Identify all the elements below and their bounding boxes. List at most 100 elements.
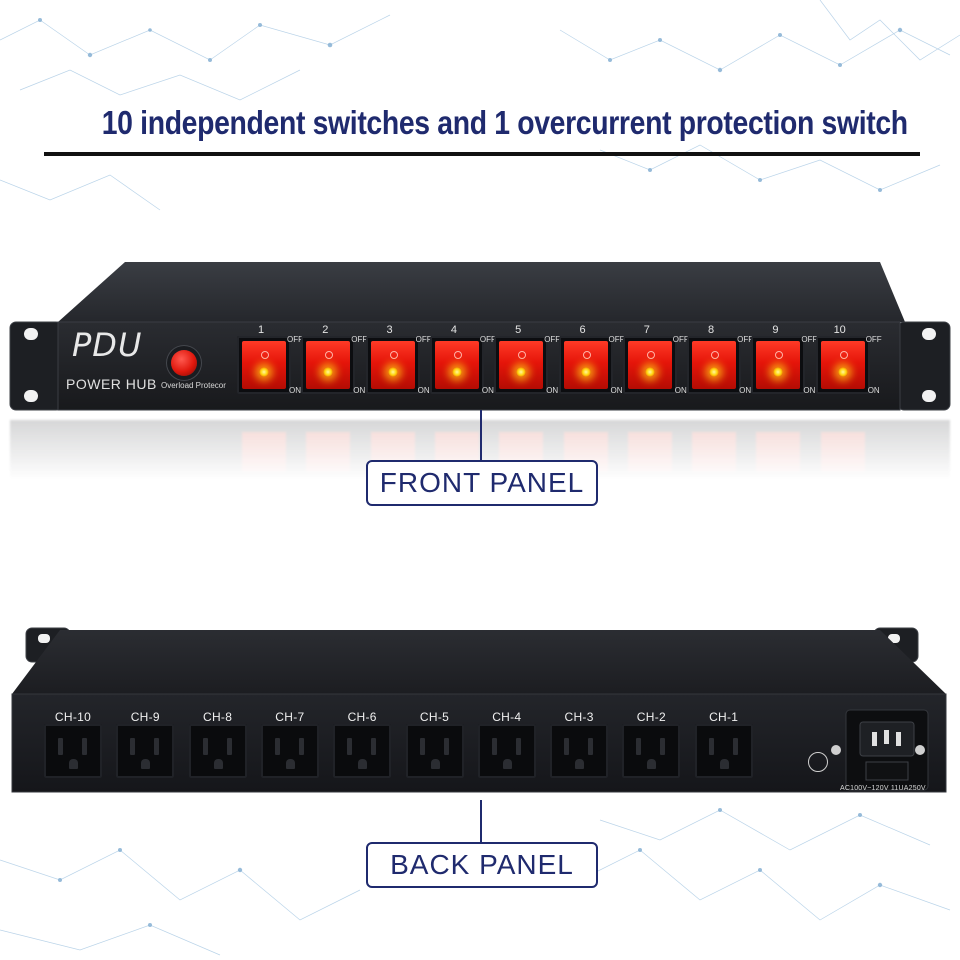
switch-number-label: 1 [257, 324, 265, 336]
switch-off-label: OFF [865, 335, 882, 344]
outlet-ground-hole [647, 759, 657, 769]
rocker-switch-4[interactable] [429, 336, 484, 394]
outlet-slot [419, 738, 425, 755]
switch-number-label: 8 [708, 324, 715, 336]
switch-number-label: 10 [833, 324, 846, 336]
switch-on-label: ON [674, 386, 687, 395]
switch-off-label: OFF [737, 335, 754, 344]
indicator-light [451, 367, 462, 377]
switch-off-label: OFF [351, 335, 368, 344]
switch-reflection [820, 432, 865, 472]
switch-off-label: OFF [672, 335, 689, 344]
rocker-face [306, 341, 351, 389]
rocker-switch-2[interactable] [301, 336, 356, 394]
outlet-slot [660, 738, 666, 755]
rocker-switch-6[interactable] [558, 336, 613, 394]
inlet-rating-text: AC100V~120V 11UA250V [840, 785, 926, 792]
outlet-channel-label: CH-7 [275, 710, 305, 724]
brand-logo: PDU [72, 326, 143, 364]
overload-protector-label: Overload Protecor [161, 381, 226, 390]
rocker-switch-9[interactable] [751, 336, 806, 394]
power-button-icon [453, 351, 462, 359]
switch-reflection [627, 432, 672, 472]
rocker-switch-1[interactable] [237, 336, 291, 394]
outlet-channel-label: CH-9 [130, 710, 160, 724]
switch-off-label: OFF [608, 335, 625, 344]
outlet-channel-label: CH-6 [347, 710, 377, 724]
outlet-slot [732, 738, 738, 755]
outlet-slot [130, 738, 136, 755]
outlet-slot [202, 738, 208, 755]
rocker-switch-8[interactable] [687, 336, 742, 394]
ground-symbol-icon [808, 752, 828, 772]
power-outlet[interactable] [477, 724, 536, 778]
outlet-channel-label: CH-3 [564, 710, 594, 724]
outlet-slot [154, 738, 160, 755]
power-outlet[interactable] [260, 724, 319, 778]
rocker-switch-10[interactable] [815, 336, 870, 394]
switch-number-label: 4 [450, 324, 457, 336]
power-button-icon [775, 351, 784, 359]
power-button-icon [518, 351, 527, 359]
indicator-light [323, 367, 334, 377]
rocker-switch-7[interactable] [622, 336, 677, 394]
outlet-slot [58, 738, 63, 755]
switch-number-label: 3 [386, 324, 393, 336]
outlet-slot [636, 738, 642, 755]
power-outlet[interactable] [694, 724, 753, 778]
power-outlet[interactable] [116, 724, 175, 778]
switch-on-label: ON [739, 386, 752, 395]
power-outlet[interactable] [333, 724, 392, 778]
switch-off-label: OFF [415, 335, 432, 344]
headline: 10 independent switches and 1 overcurren… [101, 104, 908, 141]
outlet-slot [347, 738, 353, 755]
overload-protector-button[interactable] [171, 350, 197, 376]
outlet-slot [708, 738, 714, 755]
switch-off-label: OFF [544, 335, 561, 344]
rocker-face [692, 341, 737, 389]
rocker-face [627, 341, 672, 389]
outlet-ground-hole [213, 759, 223, 769]
outlet-ground-hole [502, 759, 512, 769]
indicator-light [516, 367, 527, 377]
power-outlet[interactable] [622, 724, 681, 778]
outlet-channel-label: CH-8 [202, 710, 233, 724]
outlet-slot [515, 738, 521, 755]
power-button-icon [646, 351, 655, 359]
back-panel-label: BACK PANEL [366, 842, 598, 888]
rocker-face [820, 341, 865, 389]
indicator-light [580, 367, 591, 377]
power-button-icon [325, 351, 334, 359]
switch-reflection [242, 432, 286, 472]
switch-number-label: 6 [579, 324, 586, 336]
outlet-slot [564, 738, 570, 755]
outlet-ground-hole [141, 759, 151, 769]
back-label-connector [480, 800, 482, 842]
power-outlet[interactable] [550, 724, 609, 778]
rocker-switch-5[interactable] [494, 336, 549, 394]
switch-reflection [756, 432, 801, 472]
switch-off-label: OFF [287, 335, 303, 344]
brand-subtitle: POWER HUB [66, 376, 157, 392]
switch-on-label: ON [803, 386, 816, 395]
switch-on-label: ON [610, 386, 623, 395]
power-button-icon [389, 351, 398, 359]
indicator-light [773, 367, 784, 377]
switch-on-label: ON [353, 386, 366, 395]
outlet-ground-hole [430, 759, 440, 769]
outlet-channel-label: CH-1 [709, 710, 739, 724]
switch-on-label: ON [867, 386, 880, 395]
outlet-channel-label: CH-10 [54, 710, 92, 724]
power-outlet[interactable] [188, 724, 247, 778]
rocker-switch-3[interactable] [365, 336, 420, 394]
power-outlet[interactable] [44, 724, 102, 778]
rocker-face [563, 341, 608, 389]
outlet-slot [82, 738, 87, 755]
switch-off-label: OFF [479, 335, 496, 344]
front-label-connector [480, 410, 482, 460]
power-button-icon [839, 351, 848, 359]
outlet-slot [491, 738, 497, 755]
power-outlet[interactable] [405, 724, 464, 778]
